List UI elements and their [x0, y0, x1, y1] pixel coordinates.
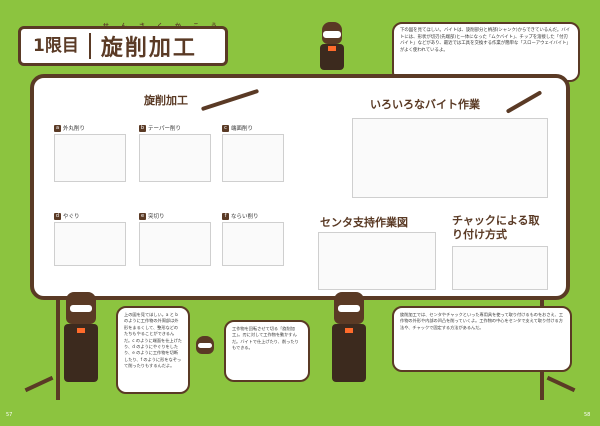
sketch-chuck-mount — [452, 246, 548, 290]
title-plaque: 1限目 せんさくかこう 旋削加工 — [18, 23, 228, 66]
glasses-icon-3 — [338, 305, 360, 312]
left-character — [64, 292, 98, 382]
whiteboard: 旋削加工 a 外丸削り b テーパー削り c 端面削り d やぐり e 突切り … — [30, 74, 570, 300]
sketch-copy-turning — [222, 222, 284, 266]
sketch-tool-operations — [352, 118, 548, 198]
page-title: せんさくかこう 旋削加工 — [91, 23, 217, 62]
right-heading-center: センタ支持作業図 — [320, 216, 408, 229]
speech-bubble-left: 上の図を見てほしい。a と b のように工作物の外周部は外形をまるくして、整形な… — [116, 306, 190, 394]
item-d-num: d — [54, 212, 61, 220]
item-c-label: c 端面削り — [222, 124, 253, 132]
item-a-num: a — [54, 124, 61, 132]
sketch-taper-turning — [139, 134, 211, 182]
item-e-label: e 突切り — [139, 212, 165, 220]
board-leg-left — [24, 375, 54, 393]
item-b-label: b テーパー削り — [139, 124, 181, 132]
character-body-icon-3 — [332, 324, 366, 382]
right-character — [332, 292, 366, 382]
item-d-label: d やぐり — [54, 212, 80, 220]
sketch-center-support — [318, 232, 436, 290]
bowtie-icon-3 — [345, 328, 353, 333]
right-heading-chuck: チャックによる取り付け方式 — [452, 214, 540, 241]
pencil-icon-2 — [505, 90, 543, 114]
item-a-text: 外丸削り — [63, 126, 86, 132]
board-post-left — [56, 300, 60, 400]
pencil-icon — [200, 88, 260, 112]
left-heading: 旋削加工 — [144, 94, 188, 107]
small-character — [196, 336, 214, 354]
glasses-icon-2 — [70, 305, 92, 312]
item-e-num: e — [139, 212, 146, 220]
board-leg-right — [546, 375, 576, 393]
item-c-num: c — [222, 124, 229, 132]
item-e-text: 突切り — [148, 214, 165, 220]
title-ruby: せんさくかこう — [102, 23, 229, 30]
item-d-text: やぐり — [63, 214, 80, 220]
item-c-text: 端面削り — [231, 126, 254, 132]
lesson-label: 1限目 — [21, 33, 91, 59]
sketch-parting — [139, 222, 211, 266]
page-number-right: 58 — [584, 412, 591, 418]
item-a-label: a 外丸削り — [54, 124, 85, 132]
speech-bubble-middle: 工作物を回転させて切る「旋削加工」。刃に対して工作物を動かすんだ。バイトで仕上げ… — [224, 320, 310, 382]
page-title-text: 旋削加工 — [100, 36, 197, 61]
character-body-icon-2 — [64, 324, 98, 382]
page-number-left: 57 — [6, 412, 13, 418]
item-f-text: ならい削り — [231, 214, 259, 220]
item-f-num: f — [222, 212, 229, 220]
bowtie-icon — [328, 46, 336, 51]
glasses-icon — [323, 31, 341, 38]
bowtie-icon-2 — [77, 328, 85, 333]
sketch-boring — [54, 222, 126, 266]
item-b-num: b — [139, 124, 146, 132]
intro-text: 下の図を見てほしい。バイトは、旋削部分と柄部(シャンク)からできているんだ。バイ… — [392, 22, 580, 82]
speech-bubble-right: 旋削加工では、センタやチャックといった専用具を使って取り付けるものをおさえ、工作… — [392, 306, 572, 372]
glasses-icon-4 — [198, 343, 212, 348]
top-character — [318, 22, 344, 70]
sketch-outer-turning — [54, 134, 126, 182]
right-heading-tools: いろいろなバイト作業 — [370, 98, 480, 111]
item-b-text: テーパー削り — [148, 126, 181, 132]
sketch-facing — [222, 134, 284, 182]
item-f-label: f ならい削り — [222, 212, 259, 220]
